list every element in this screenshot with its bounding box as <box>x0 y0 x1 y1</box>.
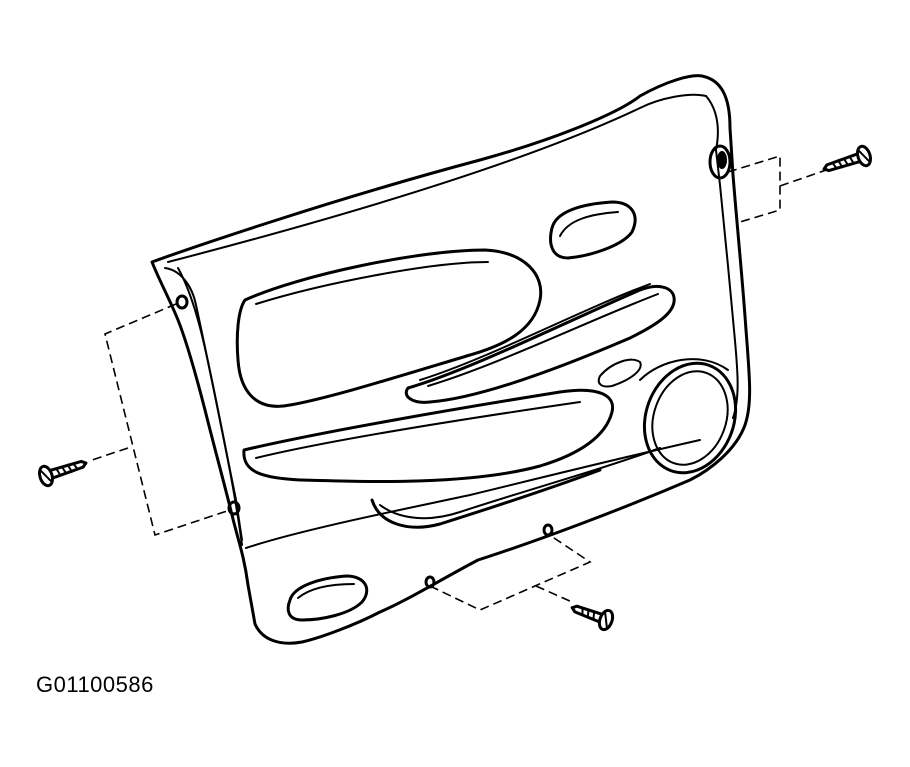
mount-hole-bottom <box>424 575 436 589</box>
map-pocket-edge <box>379 447 661 520</box>
lower-armrest <box>242 388 615 483</box>
mount-hole-bottom-right <box>542 523 554 537</box>
screw-icon <box>38 459 88 488</box>
kick-panel-line <box>245 439 701 549</box>
speaker-grille <box>639 358 738 475</box>
armrest-pocket-inner <box>255 261 489 305</box>
guide-right-screw <box>779 167 833 187</box>
lower-pocket <box>286 574 369 622</box>
screw-icon <box>570 604 615 632</box>
guide-left-screw <box>91 447 129 461</box>
armrest-bar-edge <box>419 283 651 381</box>
upper-right-grommet <box>708 144 732 180</box>
guide-right <box>727 154 781 223</box>
window-switch <box>597 358 642 388</box>
lower-pocket-inner <box>297 583 355 599</box>
map-pocket-lip <box>370 468 602 529</box>
guide-bottom-screw <box>535 585 573 603</box>
assembly-guides <box>91 154 833 611</box>
door-trim-panel <box>150 74 752 645</box>
panel-right-rim <box>705 95 739 419</box>
mount-hole-lower-left <box>227 500 241 516</box>
guide-left <box>104 303 231 537</box>
armrest-bar <box>404 285 676 404</box>
panel-top-rim <box>167 93 707 263</box>
armrest-bar-edge2 <box>427 293 659 387</box>
mount-hole-upper-left <box>175 294 189 310</box>
figure-code: G01100586 <box>36 672 154 697</box>
door-handle-recess <box>549 200 637 260</box>
lower-armrest-inner <box>255 401 581 459</box>
guide-bottom <box>429 533 592 611</box>
door-handle-recess-inner <box>559 211 619 237</box>
armrest-pocket <box>235 248 543 408</box>
screw-icon <box>822 144 872 173</box>
